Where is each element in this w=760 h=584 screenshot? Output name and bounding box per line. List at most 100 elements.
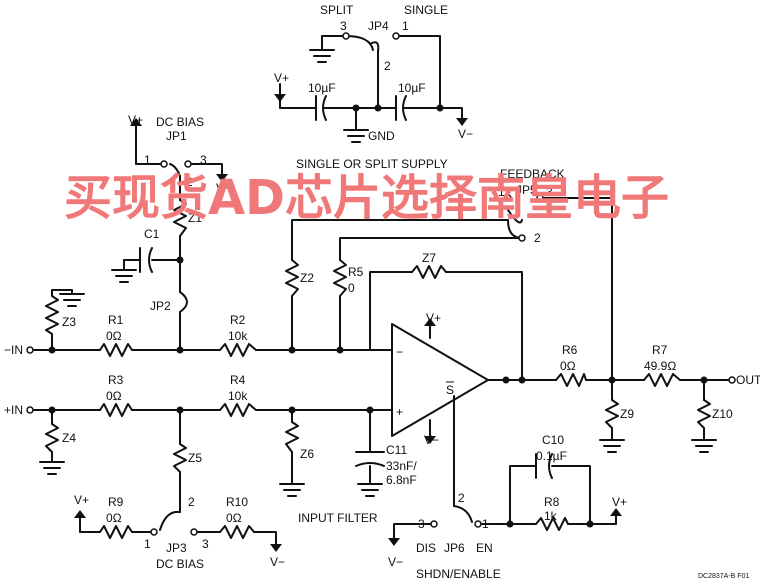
junction-dots — [48, 104, 708, 528]
supply-caption: SINGLE OR SPLIT SUPPLY — [296, 157, 448, 171]
c11-value-1: 33nF/ — [386, 459, 417, 473]
jp3-jumper[interactable] — [150, 510, 198, 536]
z7-label: Z7 — [422, 251, 436, 265]
opamp — [391, 323, 489, 437]
shdn-caption: SHDN/ENABLE — [416, 567, 501, 581]
jp6-jumper[interactable] — [430, 505, 482, 528]
r5-resistor — [333, 259, 347, 297]
jp6-pin2: 2 — [458, 491, 465, 505]
r8-label: R8 — [544, 495, 560, 509]
dc-bias-bottom-title: DC BIAS — [156, 557, 204, 571]
c1-capacitor — [139, 247, 153, 273]
z4-label: Z4 — [62, 431, 76, 445]
feedback-title: FEEDBACK — [500, 167, 565, 181]
jp3-pin3: 3 — [202, 537, 209, 551]
jp1-pin3: 3 — [200, 153, 207, 167]
dc-bias-top-title: DC BIAS — [156, 115, 204, 129]
z3-impedance — [45, 295, 59, 335]
jp1-pin2: 2 — [186, 175, 193, 189]
supply-arrows — [74, 83, 622, 552]
wires — [29, 35, 733, 545]
z1-impedance — [173, 199, 187, 237]
r2-value: 10k — [228, 329, 248, 343]
r8-resistor — [535, 517, 569, 531]
r7-resistor — [643, 373, 681, 387]
figure-id: DC2837A-B F01 — [698, 573, 749, 580]
jp1-pin1: 1 — [144, 153, 151, 167]
jp2-label: JP2 — [150, 299, 171, 313]
r2-label: R2 — [230, 313, 246, 327]
ground-symbols — [39, 49, 717, 497]
r1-label: R1 — [108, 313, 124, 327]
jp5-jumper[interactable] — [504, 194, 544, 242]
r5-label: R5 — [348, 265, 364, 279]
supply-capacitor-left — [315, 95, 327, 121]
jp6-pin1: 1 — [482, 517, 489, 531]
jp6-pin3: 3 — [418, 517, 425, 531]
r1-resistor — [99, 343, 133, 357]
supply-vminus: V− — [458, 127, 473, 141]
supply-vplus: V+ — [274, 71, 289, 85]
jp6-label: JP6 — [444, 541, 465, 555]
r6-value: 0Ω — [560, 359, 576, 373]
en-label: EN — [476, 541, 493, 555]
z5-impedance — [173, 443, 187, 473]
jp3-pin1: 1 — [144, 537, 151, 551]
z3-label: Z3 — [62, 315, 76, 329]
jp1-vminus: V− — [216, 181, 231, 195]
c11-capacitor — [355, 451, 385, 467]
c10-capacitor — [535, 453, 553, 479]
supply-capacitor-right — [395, 95, 407, 121]
shdn-vplus: V+ — [612, 495, 627, 509]
plus-in-terminal[interactable] — [26, 406, 34, 414]
jp1-jumper[interactable] — [160, 160, 192, 177]
z6-impedance — [285, 421, 299, 453]
z10-label: Z10 — [712, 407, 733, 421]
jp4-label: JP4 — [368, 19, 389, 33]
jp2-jumper[interactable] — [179, 291, 188, 313]
z5-label: Z5 — [188, 451, 202, 465]
plus-in-label: +IN — [4, 403, 23, 417]
r4-value: 10k — [228, 389, 248, 403]
jp5-label: JP5 — [516, 183, 537, 197]
c11-value-2: 6.8nF — [386, 473, 417, 487]
z7-impedance — [411, 265, 447, 279]
r9-resistor — [99, 525, 133, 539]
minus-in-terminal[interactable] — [26, 346, 34, 354]
input-filter-caption: INPUT FILTER — [298, 511, 378, 525]
labels: SPLIT SINGLE 3 JP4 1 2 10µF 10µF V+ V− G… — [4, 3, 760, 581]
z2-impedance — [285, 259, 299, 297]
z10-impedance — [697, 399, 711, 429]
c10-label: C10 — [542, 433, 564, 447]
jp1-label: JP1 — [166, 129, 187, 143]
out-label: OUT — [736, 373, 760, 387]
out-terminal[interactable] — [728, 376, 736, 384]
c10-value: 0.1µF — [536, 449, 567, 463]
jp5-pin2: 2 — [534, 231, 541, 245]
split-label: SPLIT — [320, 3, 354, 17]
r3-resistor — [99, 403, 133, 417]
opamp-shdn: S — [446, 383, 454, 397]
r5-value: 0 — [348, 281, 355, 295]
r10-value: 0Ω — [226, 511, 242, 525]
jp4-jumper[interactable] — [342, 32, 400, 53]
r9-value: 0Ω — [106, 511, 122, 525]
z9-label: Z9 — [620, 407, 634, 421]
jp4-pin2: 2 — [384, 59, 391, 73]
dis-label: DIS — [416, 541, 436, 555]
r1-value: 0Ω — [106, 329, 122, 343]
jp3-pin2: 2 — [188, 495, 195, 509]
r10-label: R10 — [226, 495, 248, 509]
c1-label: C1 — [144, 227, 160, 241]
gnd-label: GND — [368, 129, 395, 143]
r6-label: R6 — [562, 343, 578, 357]
z6-label: Z6 — [300, 447, 314, 461]
r4-resistor — [219, 403, 257, 417]
z1-label: Z1 — [188, 211, 202, 225]
shdn-vminus: V− — [388, 555, 403, 569]
jp3-vplus: V+ — [74, 493, 89, 507]
cap-right-value: 10µF — [398, 81, 426, 95]
jp3-vminus: V− — [270, 555, 285, 569]
r6-resistor — [555, 373, 587, 387]
